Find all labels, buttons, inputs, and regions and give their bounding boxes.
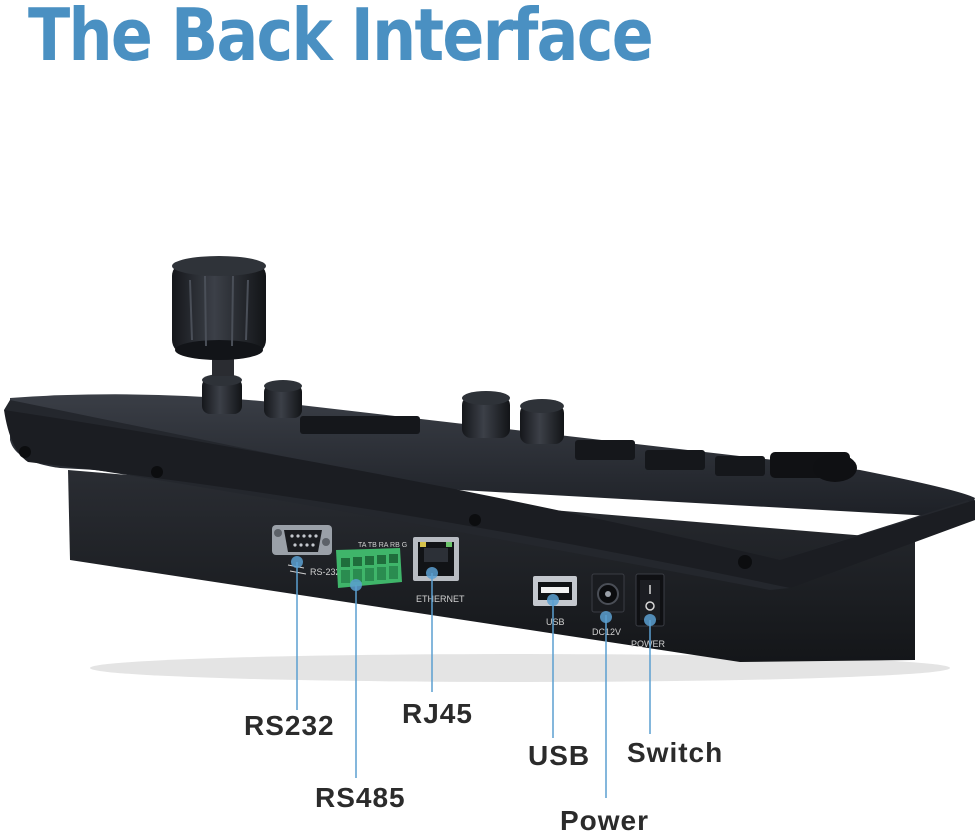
callout-rs485: RS485 (315, 782, 406, 813)
screw-hole (19, 446, 31, 458)
callout-rs232: RS232 (244, 710, 335, 741)
ethernet-port-label: ETHERNET (416, 594, 465, 604)
rs485-pin-labels: TA TB RA RB G (358, 542, 407, 549)
small-knobs (202, 374, 564, 444)
dc-jack: DC12V (591, 573, 625, 637)
callout-switch: Switch (627, 737, 724, 768)
screw-hole (738, 555, 752, 569)
rj45-port: ETHERNET (413, 537, 465, 604)
callout-power: Power (560, 805, 650, 836)
callout-dots (291, 556, 656, 626)
bezel-edge (4, 410, 975, 588)
bezel-rim (4, 400, 975, 590)
callout-usb: USB (528, 740, 591, 771)
usb-port-label: USB (546, 617, 565, 627)
callout-lines (296, 562, 651, 798)
power-switch: POWER (631, 573, 666, 649)
rs485-terminal: TA TB RA RB G (336, 542, 407, 588)
joystick (172, 256, 266, 376)
top-lid (10, 394, 975, 518)
top-buttons (300, 416, 857, 482)
screw-hole (151, 466, 163, 478)
rs232-port: RS-232 (272, 525, 341, 577)
rs232-port-label: RS-232 (310, 567, 341, 577)
screw-hole (469, 514, 481, 526)
back-panel (68, 470, 915, 662)
usb-port: USB (533, 576, 577, 627)
page-title: The Back Interface (28, 0, 654, 77)
power-switch-label: POWER (631, 639, 666, 649)
callout-rj45: RJ45 (402, 698, 473, 729)
